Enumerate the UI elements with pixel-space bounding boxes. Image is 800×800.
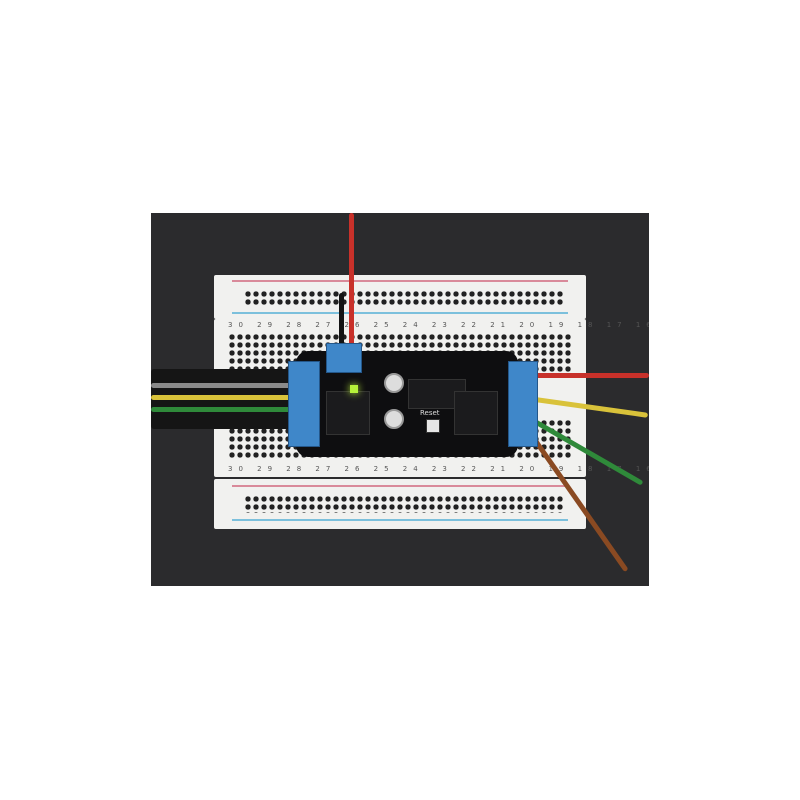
terminal-block-top xyxy=(326,343,362,373)
black-wire-top xyxy=(339,293,344,353)
product-photo: 30 29 28 27 26 25 24 23 22 21 20 19 18 1… xyxy=(151,213,649,586)
driver-chip-left xyxy=(326,391,370,435)
gray-wire-left xyxy=(151,383,301,388)
breadboard-top-rail xyxy=(214,275,586,319)
green-wire-left xyxy=(151,407,301,412)
motor-driver-board: Reset xyxy=(288,343,538,457)
column-numbers-bottom: 30 29 28 27 26 25 24 23 22 21 20 19 18 1… xyxy=(228,465,649,473)
reset-label: Reset xyxy=(420,409,440,417)
breadboard-bottom-rail xyxy=(214,479,586,529)
red-wire-top xyxy=(349,213,354,353)
red-wire-right xyxy=(521,373,649,378)
terminal-block-left xyxy=(288,361,320,447)
yellow-wire-left xyxy=(151,395,301,400)
column-numbers-top: 30 29 28 27 26 25 24 23 22 21 20 19 18 1… xyxy=(228,321,649,329)
terminal-block-right xyxy=(508,361,538,447)
capacitor-top xyxy=(384,373,404,393)
reset-button xyxy=(426,419,440,433)
status-led xyxy=(350,385,358,393)
driver-chip-right xyxy=(454,391,498,435)
capacitor-bottom xyxy=(384,409,404,429)
